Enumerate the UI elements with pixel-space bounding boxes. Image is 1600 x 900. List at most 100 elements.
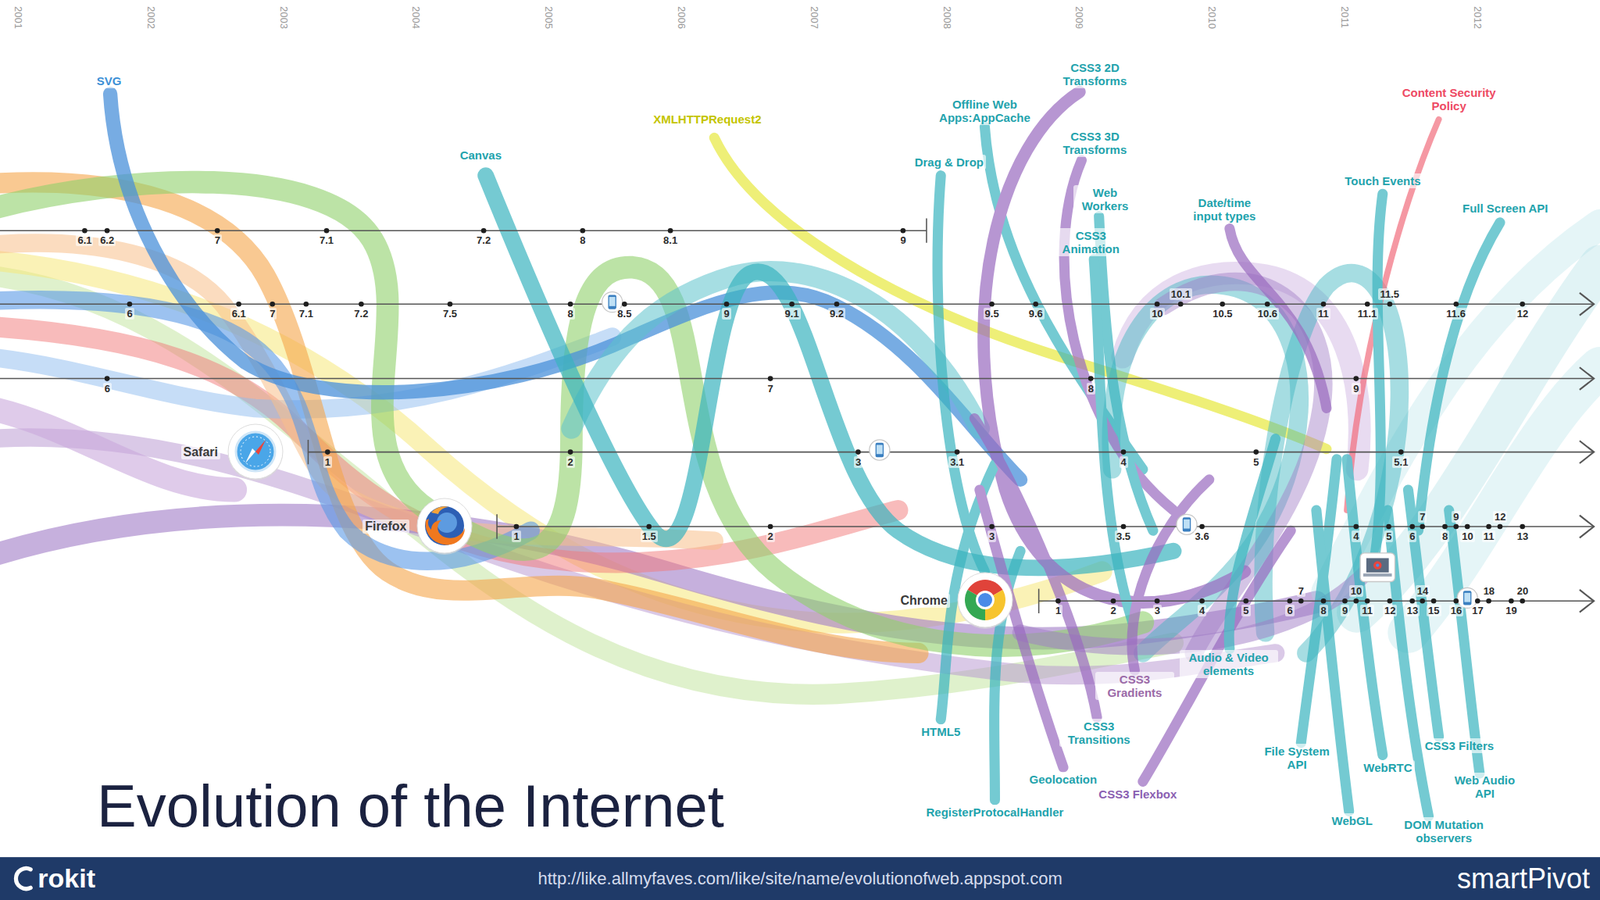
version-dot: [724, 301, 730, 308]
version-number: 5: [1241, 604, 1250, 617]
version-dot: [567, 301, 574, 308]
version-number: 1: [323, 456, 333, 468]
feature-label: File System API: [1259, 743, 1335, 772]
version-number: 8: [1440, 530, 1450, 543]
version-number: 7.2: [475, 234, 493, 247]
version-number: 12: [1515, 307, 1530, 320]
ribbon: [1064, 160, 1174, 511]
version-dot: [1431, 598, 1437, 604]
version-number: 10: [1460, 530, 1475, 543]
timeline: [496, 525, 1594, 528]
feature-label: XMLHTTPRequest2: [650, 111, 764, 127]
ribbon: [0, 182, 1143, 647]
footer-bar: [0, 857, 1600, 900]
browser-node: Chrome: [897, 571, 1014, 631]
source-url: http://like.allmyfaves.com/like/site/nam…: [538, 868, 1063, 890]
version-number: 15: [1426, 604, 1441, 617]
feature-label: Drag & Drop: [912, 154, 986, 170]
feature-label: Audio & Video elements: [1179, 650, 1279, 679]
version-dot: [325, 449, 331, 455]
version-dot: [1387, 598, 1393, 604]
version-number: 4: [1119, 456, 1129, 468]
version-number: 3.1: [948, 456, 966, 468]
version-dot: [127, 301, 133, 308]
feature-label: CSS3 2D Transforms: [1053, 60, 1136, 89]
version-dot: [269, 301, 275, 308]
version-number: 2: [766, 530, 775, 543]
year-label: 2004: [410, 6, 422, 29]
feature-label: Canvas: [457, 147, 504, 163]
version-number: 7.1: [317, 234, 336, 247]
version-number: 3: [853, 456, 863, 468]
version-number: 13: [1405, 604, 1420, 617]
feature-label: SVG: [94, 73, 125, 89]
version-dot: [1353, 598, 1360, 604]
version-number: 7: [267, 307, 277, 320]
version-number: 7.1: [297, 307, 315, 320]
version-number: 17: [1470, 604, 1485, 617]
version-dot: [989, 524, 995, 530]
icon-part: [425, 506, 465, 546]
ribbon: [1346, 459, 1383, 756]
version-dot: [1508, 598, 1515, 604]
version-dot: [514, 524, 520, 530]
version-dot: [621, 301, 628, 308]
feature-label: Offline Web Apps:AppCache: [935, 96, 1034, 125]
version-dot: [214, 228, 221, 234]
ribbon: [974, 418, 1097, 718]
version-number: 9: [1451, 510, 1461, 523]
version-dot: [1178, 301, 1184, 308]
feature-label: Full Screen API: [1460, 200, 1550, 216]
version-dot: [1219, 301, 1225, 308]
laptop-icon: [1360, 553, 1395, 583]
icon-part: [975, 590, 995, 610]
browser-logo: [956, 571, 1015, 631]
feature-label: CSS3 Animation: [1053, 228, 1129, 257]
version-dot: [567, 449, 574, 455]
version-dot: [1110, 598, 1117, 604]
feature-label: WebRTC: [1360, 760, 1415, 775]
year-label: 2002: [145, 6, 158, 29]
year-label: 2007: [808, 6, 821, 29]
version-dot: [1032, 301, 1039, 308]
version-dot: [1485, 524, 1492, 530]
version-number: 3: [987, 530, 997, 543]
ribbon: [1132, 479, 1210, 671]
feature-label: RegisterProtocalHandler: [923, 804, 1066, 820]
version-dot: [324, 228, 330, 234]
version-number: 19: [1503, 604, 1518, 617]
version-dot: [1298, 598, 1304, 604]
version-number: 9: [898, 234, 908, 247]
device-icons: [602, 292, 1479, 609]
version-dot: [834, 301, 840, 308]
ribbon: [1418, 222, 1500, 531]
feature-label: DOM Mutation observers: [1394, 817, 1493, 846]
feature-label: Content Security Policy: [1392, 85, 1507, 114]
version-number: 9.5: [983, 307, 1001, 320]
browser-name: Chrome: [897, 593, 950, 608]
ribbon: [1093, 259, 1133, 623]
ribbon: [0, 300, 531, 562]
version-number: 10.1: [1169, 288, 1193, 300]
version-number: 8: [1319, 604, 1329, 617]
version-dot: [1409, 524, 1415, 530]
browser-name: Safari: [181, 445, 221, 460]
version-dot: [1342, 598, 1348, 604]
brand-icon: [15, 868, 31, 890]
version-number: 4: [1197, 604, 1207, 617]
version-number: 13: [1515, 530, 1530, 543]
version-dot: [1264, 301, 1271, 308]
browser-logo: [415, 496, 474, 557]
version-dot: [1387, 301, 1393, 308]
version-dot: [303, 301, 310, 308]
version-dot: [1475, 598, 1481, 604]
version-number: 18: [1482, 585, 1497, 597]
version-number: 9.2: [828, 307, 846, 320]
version-dot: [104, 228, 111, 234]
version-number: 11.1: [1356, 307, 1379, 320]
feature-ribbons: [937, 92, 1500, 817]
version-dot: [1154, 301, 1161, 308]
version-dot: [1485, 598, 1492, 604]
version-number: 1: [1053, 604, 1063, 617]
